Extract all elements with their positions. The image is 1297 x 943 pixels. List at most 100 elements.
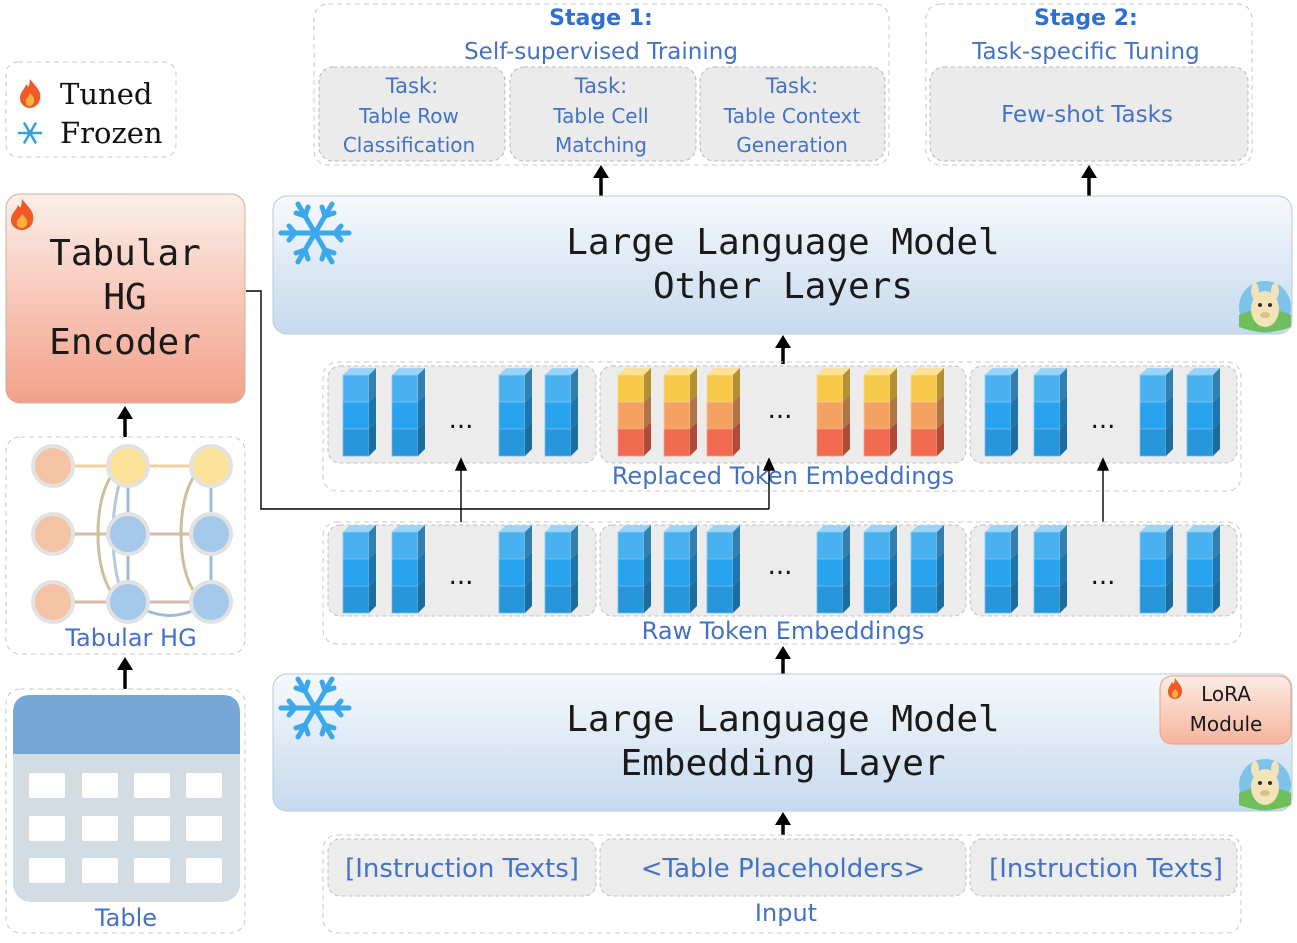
- token-embedding: [342, 525, 376, 614]
- token-embedding: [984, 525, 1018, 614]
- token-embedding: [1139, 368, 1173, 457]
- table-label: Table: [94, 904, 157, 932]
- input-table-placeholders: <Table Placeholders>: [641, 854, 926, 884]
- snowflake-icon: [278, 676, 352, 740]
- arrow-to-stage-2: [1081, 165, 1097, 196]
- token-embedding: [816, 525, 850, 614]
- few-shot-label: Few-shot Tasks: [1001, 102, 1173, 128]
- graph-node: [31, 512, 75, 556]
- stage-1-title: Stage 1:: [549, 6, 653, 31]
- replaced-token-embeddings-group: ... ... ... Replaced Token Embeddings: [322, 361, 1242, 492]
- arrow-to-raw-embeddings: [775, 646, 791, 674]
- llm-embed-line2: Embedding Layer: [620, 743, 945, 784]
- replaced-token-embeddings-label: Replaced Token Embeddings: [612, 462, 954, 490]
- token-embedding: [391, 368, 425, 457]
- task-line: Matching: [555, 133, 647, 157]
- token-embedding: [816, 368, 850, 457]
- token-embedding: [1139, 525, 1173, 614]
- tabular-hg-label: Tabular HG: [64, 624, 196, 652]
- table-group: Table: [5, 688, 246, 934]
- encoder-line2: HG: [103, 277, 146, 318]
- llm-other-layers-block: Large Language Model Other Layers: [272, 195, 1293, 335]
- token-embedding: [617, 368, 651, 457]
- token-embedding: [544, 368, 578, 457]
- token-embedding: [544, 525, 578, 614]
- token-embedding: [617, 525, 651, 614]
- token-embedding: [1033, 368, 1067, 457]
- raw-token-stacks: [342, 525, 1220, 614]
- ellipsis: ...: [768, 395, 793, 425]
- graph-node: [31, 580, 75, 624]
- llm-other-line1: Large Language Model: [566, 222, 999, 263]
- encoder-line3: Encoder: [49, 322, 201, 363]
- token-embedding: [706, 525, 740, 614]
- task-head: Task:: [574, 74, 627, 98]
- fire-icon: [1168, 678, 1183, 699]
- task-line: Table Context: [723, 104, 861, 128]
- ellipsis: ...: [449, 561, 474, 591]
- legend-tuned-label: Tuned: [60, 77, 152, 111]
- encoder-to-embeddings-connector: [246, 290, 769, 510]
- snowflake-icon: [17, 122, 43, 144]
- input-label: Input: [755, 899, 817, 927]
- task-line: Classification: [343, 133, 475, 157]
- token-embedding: [1186, 525, 1220, 614]
- llama-icon: [1239, 281, 1291, 333]
- token-embedding: [1186, 368, 1220, 457]
- llm-embedding-layer-block: Large Language Model Embedding Layer LoR…: [272, 673, 1293, 812]
- token-embedding: [706, 368, 740, 457]
- token-embedding: [342, 368, 376, 457]
- raw-token-embeddings-group: ... ... ... Raw Token Embeddings: [322, 521, 1242, 645]
- input-right-instruction: [Instruction Texts]: [989, 854, 1223, 884]
- fire-icon: [20, 79, 41, 108]
- tabular-hg-encoder-block: Tabular HG Encoder: [5, 193, 246, 404]
- arrow-to-stage-1: [593, 165, 609, 196]
- llm-other-line2: Other Layers: [653, 266, 913, 307]
- legend: Tuned Frozen: [5, 61, 177, 158]
- graph-node: [106, 512, 150, 556]
- graph-node: [106, 444, 150, 488]
- stage-1-subtitle: Self-supervised Training: [464, 39, 738, 65]
- token-embedding: [498, 525, 532, 614]
- arrow-to-tabular-hg: [117, 657, 133, 689]
- ellipsis: ...: [449, 405, 474, 435]
- token-embedding: [663, 525, 697, 614]
- arrow-to-embedding-layer: [775, 812, 791, 835]
- graph-node: [106, 580, 150, 624]
- token-embedding: [910, 525, 944, 614]
- input-left-instruction: [Instruction Texts]: [345, 854, 579, 884]
- thin-arrows-raw-to-replaced: [454, 457, 1110, 522]
- task-card-context-generation: Task: Table Context Generation: [699, 66, 886, 162]
- ellipsis: ...: [1091, 561, 1116, 591]
- snowflake-icon: [278, 201, 352, 265]
- stage-1-group: Stage 1: Self-supervised Training Task: …: [313, 3, 890, 166]
- token-embedding: [498, 368, 532, 457]
- task-line: Table Row: [358, 104, 459, 128]
- graph-node: [189, 580, 233, 624]
- ellipsis: ...: [768, 551, 793, 581]
- graph-node: [189, 444, 233, 488]
- llama-icon: [1239, 759, 1291, 811]
- raw-token-embeddings-label: Raw Token Embeddings: [642, 617, 925, 645]
- ellipsis: ...: [1091, 405, 1116, 435]
- stage-2-subtitle: Task-specific Tuning: [971, 39, 1199, 65]
- task-card-row-classification: Task: Table Row Classification: [318, 66, 506, 162]
- table-icon: [13, 695, 240, 902]
- arrow-to-llm-other: [775, 335, 791, 364]
- task-line: Table Cell: [552, 104, 648, 128]
- lora-module: LoRA Module: [1159, 675, 1292, 745]
- token-embedding: [1033, 525, 1067, 614]
- graph-node: [31, 444, 75, 488]
- token-embedding: [863, 368, 897, 457]
- token-embedding: [984, 368, 1018, 457]
- few-shot-card: [929, 66, 1249, 162]
- token-embedding: [910, 368, 944, 457]
- fire-icon: [11, 199, 34, 230]
- token-embedding: [391, 525, 425, 614]
- graph-node: [189, 512, 233, 556]
- task-line: Generation: [736, 133, 848, 157]
- task-head: Task:: [765, 74, 818, 98]
- encoder-line1: Tabular: [49, 233, 201, 274]
